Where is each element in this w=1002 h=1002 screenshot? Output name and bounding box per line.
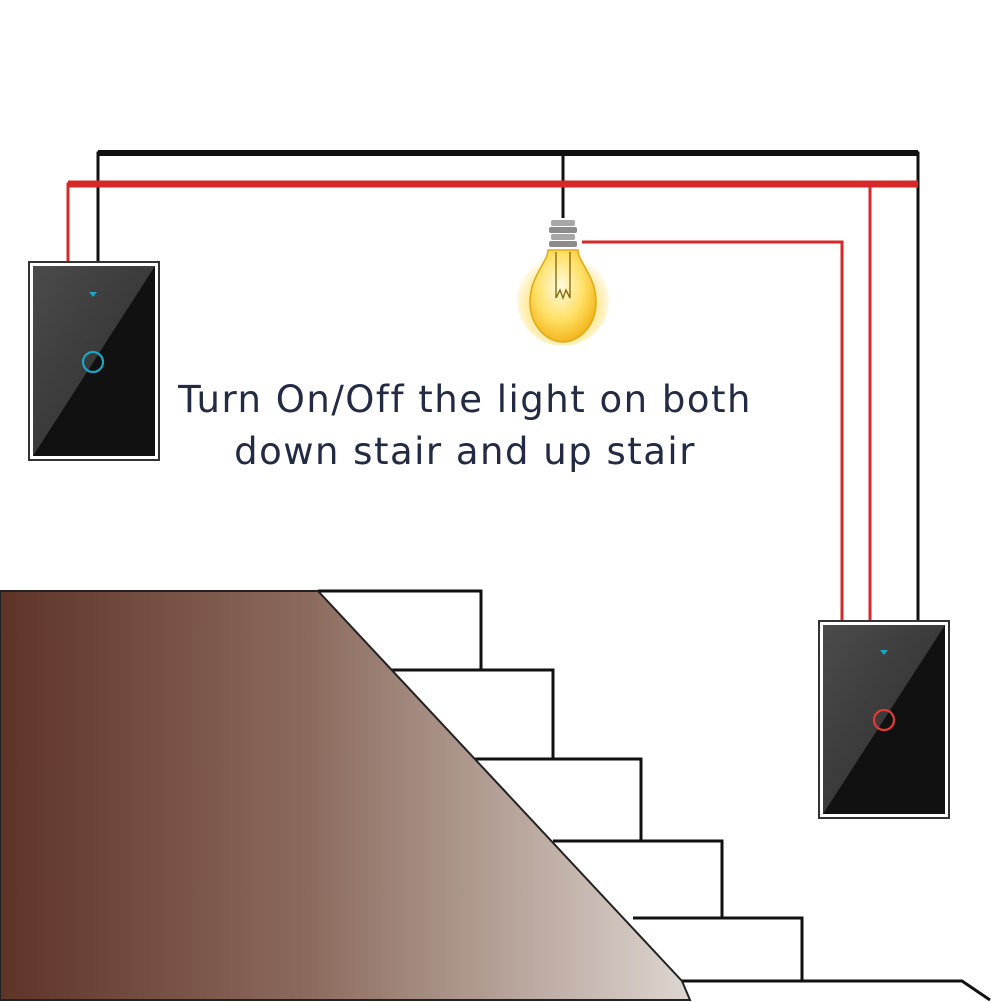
switch-upstairs [818, 620, 950, 819]
diagram-caption: Turn On/Off the light on both down stair… [150, 374, 780, 478]
light-bulb-icon [517, 220, 609, 346]
wifi-icon [880, 650, 888, 655]
touch-button-icon [81, 350, 105, 374]
switch-downstairs [28, 261, 160, 461]
wifi-icon [89, 292, 97, 297]
live-wire [66, 182, 918, 262]
stair-wall [0, 590, 692, 1001]
caption-line-1: Turn On/Off the light on both [178, 378, 752, 421]
staircase [0, 589, 991, 1002]
touch-button-icon [872, 708, 896, 732]
caption-line-2: down stair and up stair [234, 430, 696, 473]
wires [66, 150, 920, 622]
bulb-return-wire [582, 240, 844, 622]
stair-steps [318, 589, 991, 1002]
